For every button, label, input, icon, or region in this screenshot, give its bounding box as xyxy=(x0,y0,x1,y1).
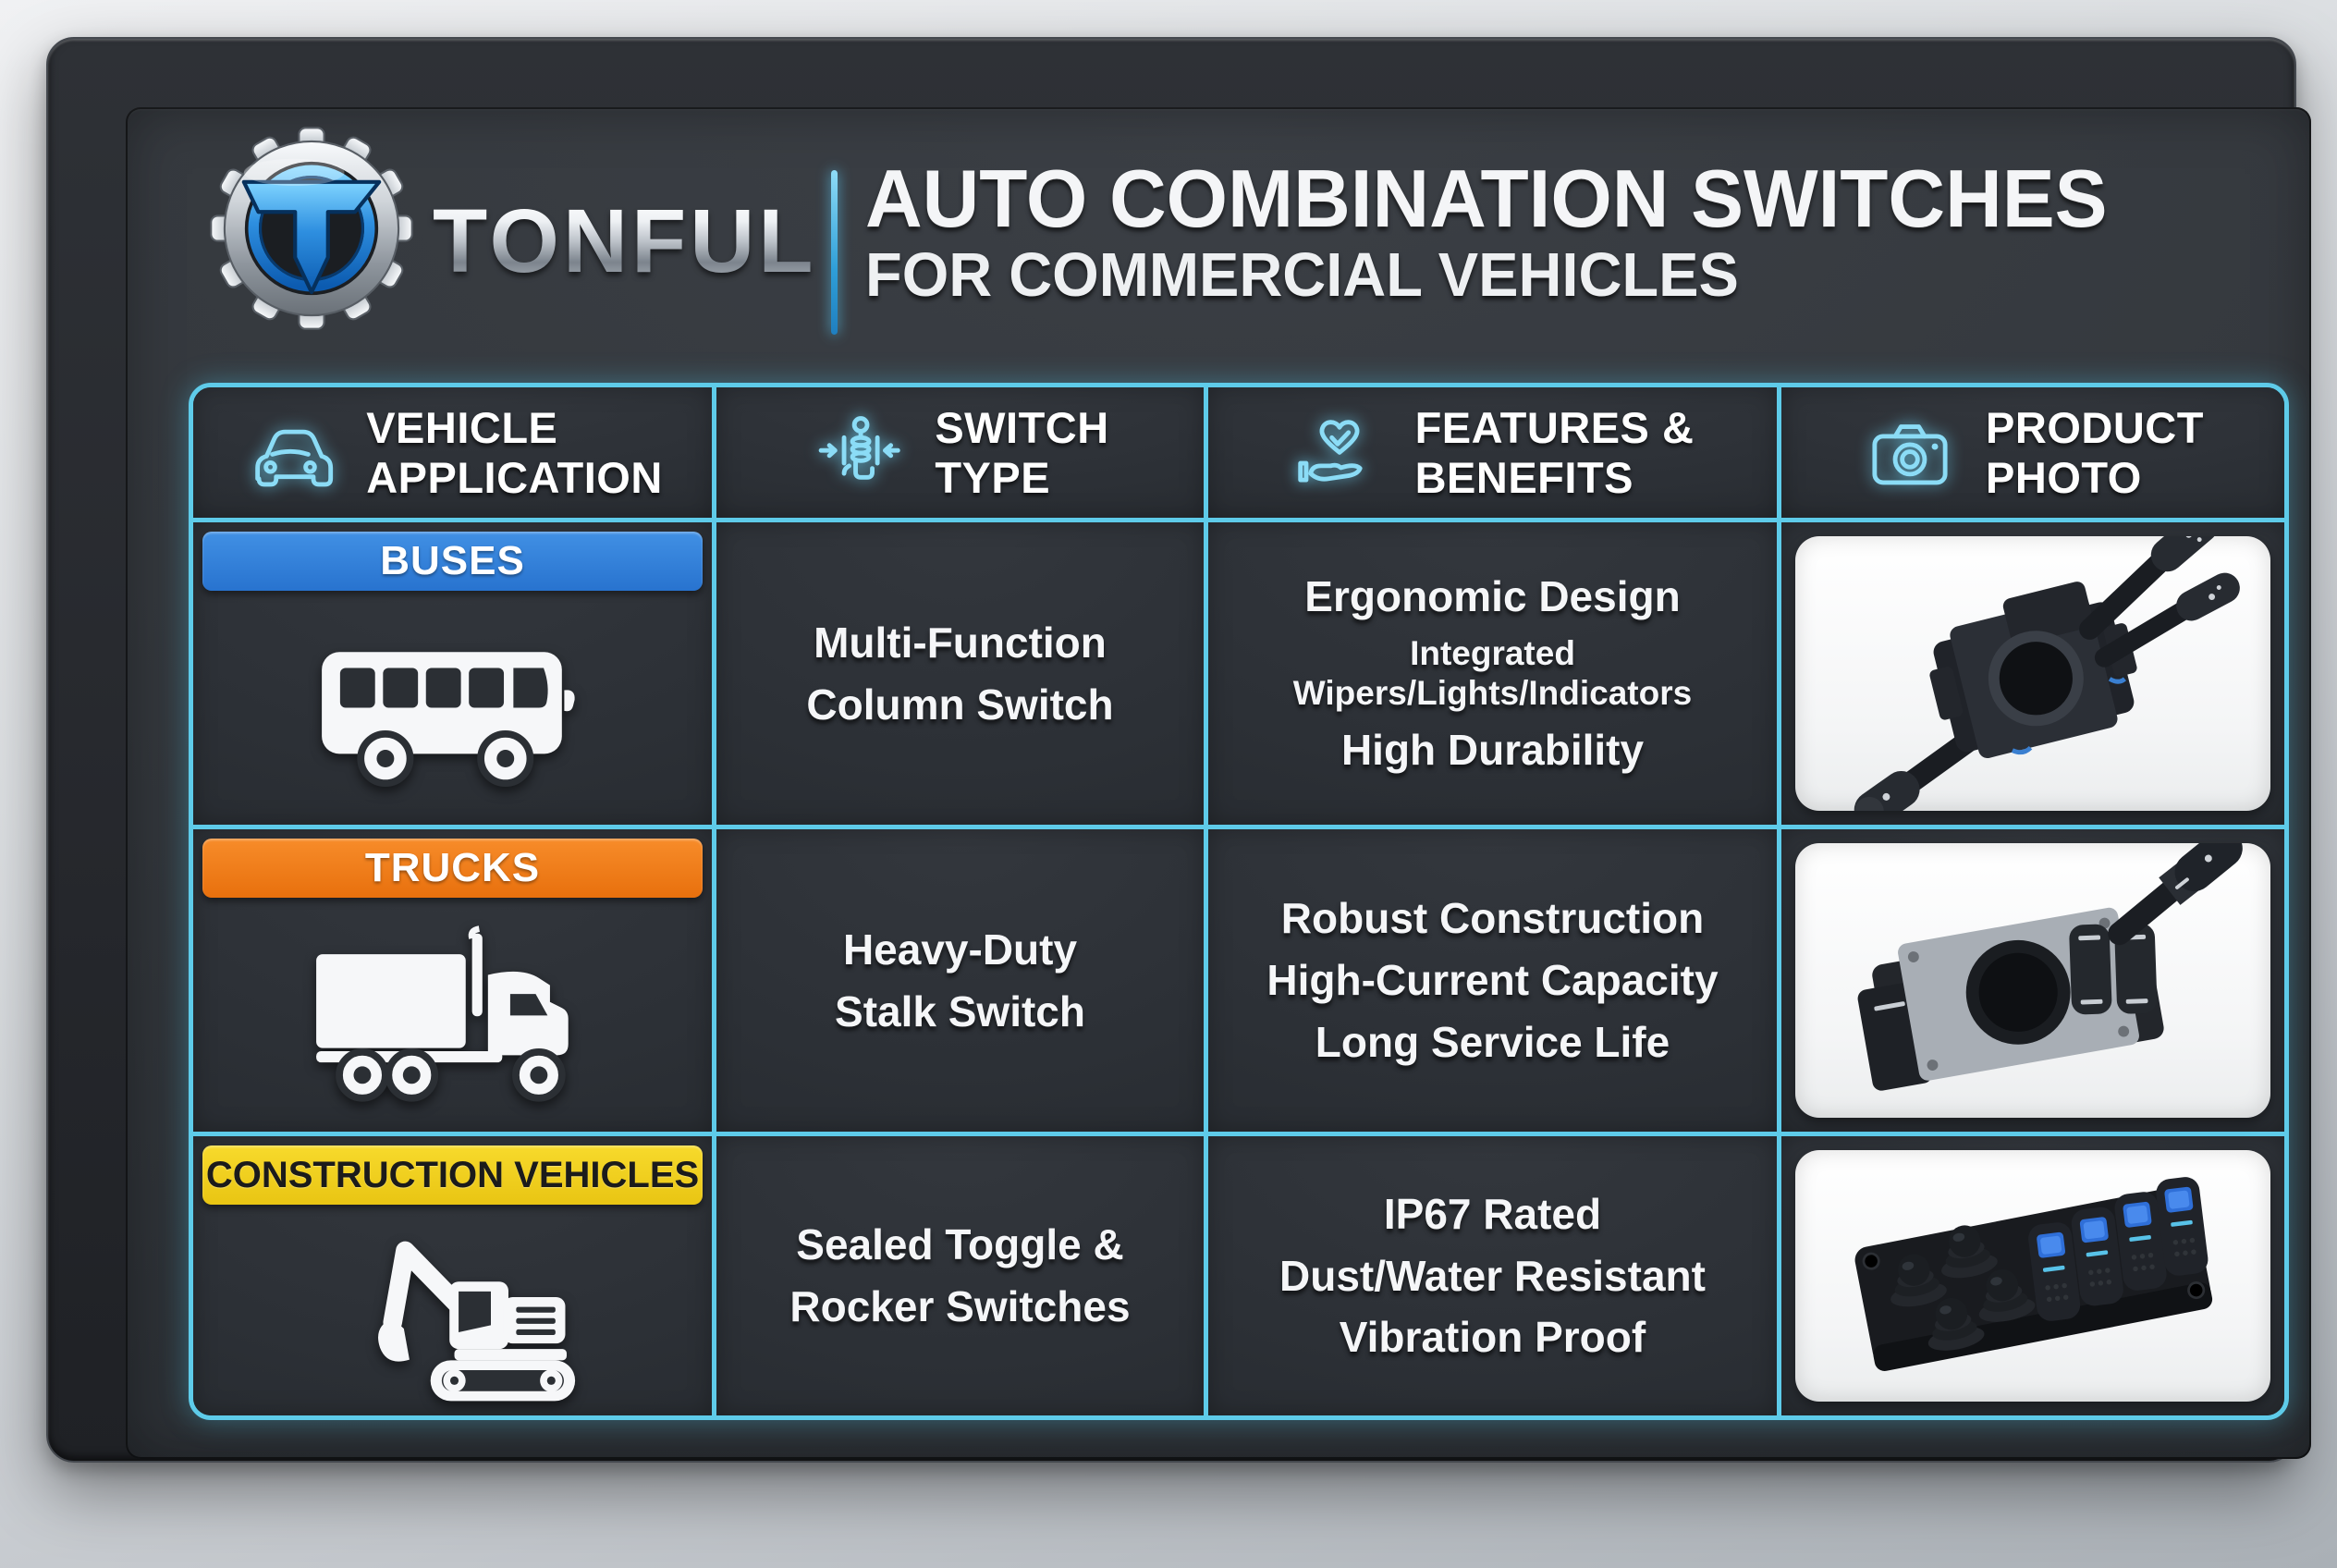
switch-type-text: Rocker Switches xyxy=(789,1282,1131,1330)
column-header-switch-type: SWITCH TYPE xyxy=(716,387,1208,522)
photo-card xyxy=(1795,1150,2270,1402)
vehicle-cell-trucks: TRUCKS xyxy=(193,829,716,1136)
switch-type-cell: Multi-Function Column Switch xyxy=(716,522,1208,829)
photo-card xyxy=(1795,536,2270,811)
toggle-boots xyxy=(1890,1225,2036,1351)
feature-text: Robust Construction xyxy=(1280,894,1705,943)
feature-text: Ergonomic Design xyxy=(1304,572,1681,621)
page-title: AUTO COMBINATION SWITCHES FOR COMMERCIAL… xyxy=(865,155,2108,310)
brand-name: TONFUL xyxy=(433,190,817,291)
bus-icon xyxy=(321,652,575,788)
feature-text: Long Service Life xyxy=(1315,1017,1670,1066)
switch-type-cell: Heavy-Duty Stalk Switch xyxy=(716,829,1208,1136)
page-title-line2: FOR COMMERCIAL VEHICLES xyxy=(865,240,1739,311)
column-header-product-photo: PRODUCT PHOTO xyxy=(1781,387,2284,522)
camera-icon xyxy=(1872,423,1948,484)
excavator-icon xyxy=(377,1241,575,1401)
features-cell: Ergonomic Design Integrated Wipers/Light… xyxy=(1208,522,1781,829)
photo-cell xyxy=(1781,1136,2284,1415)
switch-type-text: Stalk Switch xyxy=(835,986,1085,1035)
column-header-vehicle-application: VEHICLE APPLICATION xyxy=(193,387,716,522)
switch-type-text: Column Switch xyxy=(806,680,1114,729)
vehicle-cell-buses: BUSES xyxy=(193,522,716,829)
comparison-table: VEHICLE APPLICATION xyxy=(189,383,2289,1420)
switch-type-text: Sealed Toggle & xyxy=(796,1220,1124,1269)
header-divider xyxy=(831,170,838,335)
screen: TONFUL AUTO COMBINATION SWITCHES FOR COM… xyxy=(126,107,2311,1459)
column-header-label: PRODUCT PHOTO xyxy=(1986,402,2204,502)
feature-text: IP67 Rated xyxy=(1383,1189,1602,1238)
multi-function-column-switch-photo xyxy=(1854,536,2240,811)
switch-type-text: Multi-Function xyxy=(814,618,1107,667)
features-cell: Robust Construction High-Current Capacit… xyxy=(1208,829,1781,1136)
tonful-gear-logo-icon xyxy=(210,127,413,330)
photo-card xyxy=(1795,843,2270,1118)
display-panel: TONFUL AUTO COMBINATION SWITCHES FOR COM… xyxy=(46,37,2311,1463)
sealed-toggle-rocker-switches-photo xyxy=(1854,1177,2213,1372)
column-header-features-benefits: FEATURES & BENEFITS xyxy=(1208,387,1781,522)
switch-type-cell: Sealed Toggle & Rocker Switches xyxy=(716,1136,1208,1415)
heart-hand-icon xyxy=(1297,419,1363,483)
feature-text: Vibration Proof xyxy=(1339,1313,1646,1362)
car-icon xyxy=(255,429,334,486)
feature-text: Integrated Wipers/Lights/Indicators xyxy=(1292,633,1693,712)
photo-cell xyxy=(1781,829,2284,1136)
feature-text: High Durability xyxy=(1340,726,1645,775)
vehicle-cell-construction-vehicles: CONSTRUCTION VEHICLES xyxy=(193,1136,716,1415)
page-title-line1: AUTO COMBINATION SWITCHES xyxy=(865,153,2108,244)
column-header-label: VEHICLE APPLICATION xyxy=(366,402,663,502)
application-badge: BUSES xyxy=(202,532,703,591)
application-badge: TRUCKS xyxy=(202,839,703,898)
feature-text: Dust/Water Resistant xyxy=(1279,1251,1706,1300)
stalk-switch-icon xyxy=(818,415,901,480)
truck-icon xyxy=(315,925,569,1102)
column-header-label: SWITCH TYPE xyxy=(935,402,1109,502)
heavy-duty-stalk-switch-photo xyxy=(1857,843,2243,1091)
photo-cell xyxy=(1781,522,2284,829)
switch-type-text: Heavy-Duty xyxy=(842,925,1078,974)
application-badge: CONSTRUCTION VEHICLES xyxy=(202,1145,703,1205)
rocker-switches xyxy=(2028,1177,2209,1321)
features-cell: IP67 Rated Dust/Water Resistant Vibratio… xyxy=(1208,1136,1781,1415)
feature-text: High-Current Capacity xyxy=(1266,956,1719,1005)
column-header-label: FEATURES & BENEFITS xyxy=(1414,402,1695,502)
